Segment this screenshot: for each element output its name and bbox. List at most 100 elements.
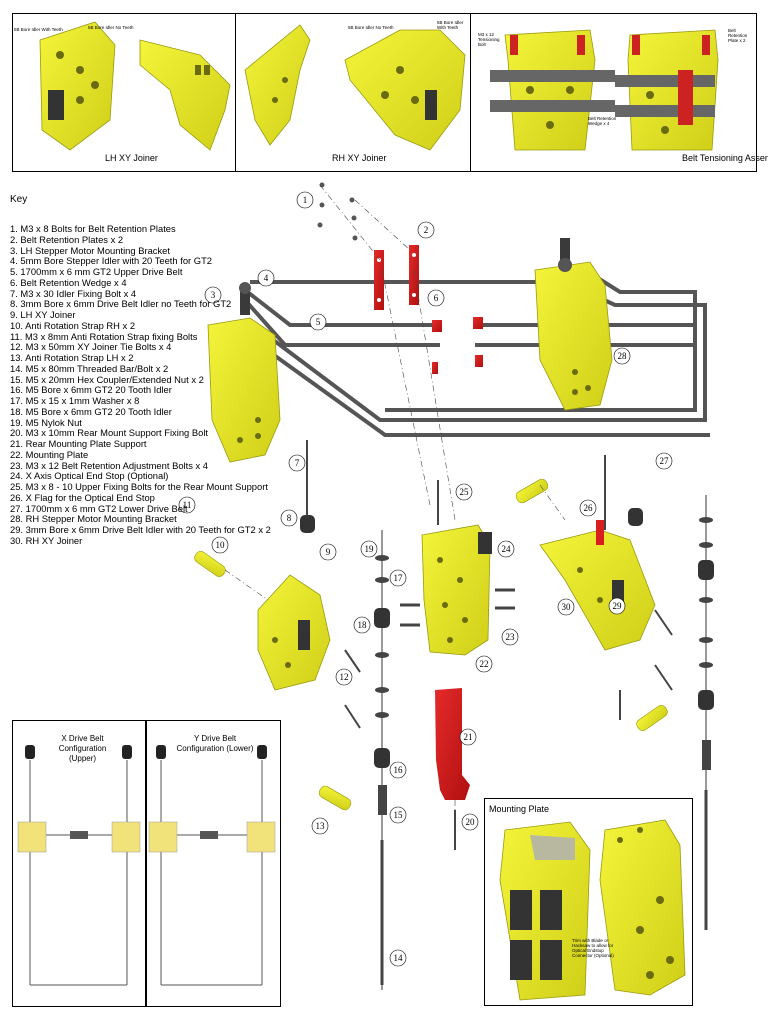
lh-xy-joiner: [257, 574, 331, 691]
svg-text:14: 14: [394, 953, 404, 963]
callout-29: 29: [608, 597, 626, 615]
rh-note-left: 5B Bore Idler No Teeth: [348, 25, 394, 30]
svg-text:21: 21: [464, 732, 473, 742]
svg-text:12: 12: [340, 672, 349, 682]
key-item: 17. M5 x 15 x 1mm Washer x 8: [10, 395, 140, 406]
svg-text:24: 24: [502, 544, 512, 554]
lh-stepper-bracket: [207, 282, 281, 463]
callouts: 1 2 3 4 5 6 7 8 9 10 11 12 13 14 15 16 1…: [178, 191, 673, 967]
svg-text:10: 10: [216, 540, 226, 550]
panel-belt-tensioning: [470, 13, 757, 172]
rh-stepper-bracket: [534, 238, 613, 411]
key-item: 18. M5 Bore x 6mm GT2 20 Tooth Idler: [10, 405, 172, 417]
key-item: 10. Anti Rotation Strap RH x 2: [10, 319, 136, 331]
lh-joiner-pictures: [39, 21, 231, 151]
key-item: 19. M5 Nylok Nut: [10, 416, 82, 428]
rh-xy-joiner: [539, 520, 656, 651]
mounting-plate-title: Mounting Plate: [489, 804, 550, 814]
x-belt-config-label: X Drive Belt Configuration (Upper): [58, 734, 107, 763]
callout-21: 21: [459, 728, 477, 746]
callout-9: 9: [319, 543, 337, 561]
panel-x-belt-config: [12, 720, 147, 1007]
y-belt-configuration: [148, 745, 276, 986]
svg-text:18: 18: [358, 620, 368, 630]
belt-note-plate: Belt Retention Plate x 2: [728, 28, 748, 43]
lh-note-right: 5B Bore Idler No Teeth: [88, 25, 134, 30]
callout-2: 2: [417, 221, 435, 239]
lh-note-left: 5B Bore Idler With Teeth: [14, 27, 63, 32]
key-item: 25. M3 x 8 - 10 Upper Fixing Bolts for t…: [10, 481, 268, 492]
lower-drive-belt: [250, 268, 710, 437]
belt-tensioning-pictures: [490, 29, 719, 151]
key-item: 11. M3 x 8mm Anti Rotation Strap fixing …: [10, 330, 198, 342]
callout-10: 10: [211, 536, 229, 554]
svg-text:27: 27: [660, 456, 670, 466]
key-item: 15. M5 x 20mm Hex Coupler/Extended Nut x…: [10, 373, 204, 385]
svg-text:8: 8: [287, 513, 292, 523]
svg-text:9: 9: [326, 547, 331, 557]
callout-8: 8: [280, 509, 298, 527]
key-item: 16. M5 Bore x 6mm GT2 20 Tooth Idler: [10, 384, 172, 396]
key-item: 5. 1700mm x 6 mm GT2 Upper Drive Belt: [10, 266, 183, 277]
rh-xy-joiner-caption: RH XY Joiner: [332, 153, 387, 163]
callout-13: 13: [311, 817, 329, 835]
key-item: 7. M3 x 30 Idler Fixing Bolt x 4: [10, 287, 137, 299]
belt-retention-plates: [374, 245, 483, 374]
lh-xy-joiner-caption: LH XY Joiner: [105, 153, 158, 163]
central-mounting-plate: [421, 524, 492, 656]
key-item: 30. RH XY Joiner: [10, 534, 83, 546]
key-item: 20. M3 x 10mm Rear Mount Support Fixing …: [10, 427, 209, 439]
panel-y-belt-config: [145, 720, 281, 1007]
svg-text:30: 30: [562, 602, 572, 612]
svg-text:29: 29: [613, 601, 623, 611]
callout-15: 15: [389, 806, 407, 824]
key-list: 1. M3 x 8 Bolts for Belt Retention Plate…: [10, 223, 271, 547]
key-item: 26. X Flag for the Optical End Stop: [10, 491, 155, 503]
svg-text:11: 11: [183, 500, 192, 510]
svg-text:13: 13: [316, 821, 326, 831]
svg-text:19: 19: [365, 544, 375, 554]
svg-text:3: 3: [211, 290, 216, 300]
key-item: 13. Anti Rotation Strap LH x 2: [10, 352, 134, 363]
key-item: 23. M3 x 12 Belt Retention Adjustment Bo…: [10, 459, 209, 471]
key-item: 8. 3mm Bore x 6mm Drive Belt Idler no Te…: [10, 298, 232, 310]
key-item: 4. 5mm Bore Stepper Idler with 20 Teeth …: [10, 255, 213, 267]
key-item: 3. LH Stepper Motor Mounting Bracket: [10, 244, 170, 256]
key-item: 22. Mounting Plate: [10, 448, 89, 460]
callout-23: 23: [501, 628, 519, 646]
callout-12: 12: [335, 668, 353, 686]
right-idler-stack: [698, 495, 714, 930]
svg-text:16: 16: [394, 765, 404, 775]
svg-text:4: 4: [264, 273, 269, 283]
key-item: 27. 1700mm x 6 mm GT2 Lower Drive Belt: [10, 502, 188, 514]
key-item: 24. X Axis Optical End Stop (Optional): [10, 470, 169, 482]
callout-4: 4: [257, 269, 275, 287]
callout-20: 20: [461, 813, 479, 831]
svg-text:2: 2: [424, 225, 429, 235]
mounting-plate-note: Trim with Blade or Hacksaw to allow for …: [572, 938, 614, 958]
mounting-plate-pictures: [499, 819, 686, 1001]
svg-text:7: 7: [295, 458, 300, 468]
x-belt-configuration: [17, 745, 141, 986]
key-item: 12. M3 x 50mm XY Joiner Tie Bolts x 4: [10, 341, 172, 353]
svg-text:28: 28: [618, 351, 628, 361]
callout-27: 27: [655, 452, 673, 470]
svg-text:1: 1: [303, 195, 308, 205]
panel-rh-xy-joiner: [235, 13, 471, 172]
callout-18: 18: [353, 616, 371, 634]
svg-text:15: 15: [394, 810, 404, 820]
svg-text:5: 5: [316, 317, 321, 327]
assembly-lines: [224, 184, 566, 835]
belt-tensioning-caption: Belt Tensioning Assembly: [682, 153, 768, 163]
svg-text:17: 17: [394, 573, 404, 583]
panel-mounting-plate: [484, 798, 693, 1006]
callout-17: 17: [389, 569, 407, 587]
svg-text:26: 26: [584, 503, 594, 513]
panel-lh-xy-joiner: [12, 13, 236, 172]
callout-11: 11: [178, 496, 196, 514]
key-item: 2. Belt Retention Plates x 2: [10, 233, 124, 245]
belt-note-bolt: M3 x 12 Tensioning Bolt: [478, 32, 500, 47]
rh-note-right: 5B Bore Idler With Teeth: [437, 20, 464, 30]
callout-26: 26: [579, 499, 597, 517]
